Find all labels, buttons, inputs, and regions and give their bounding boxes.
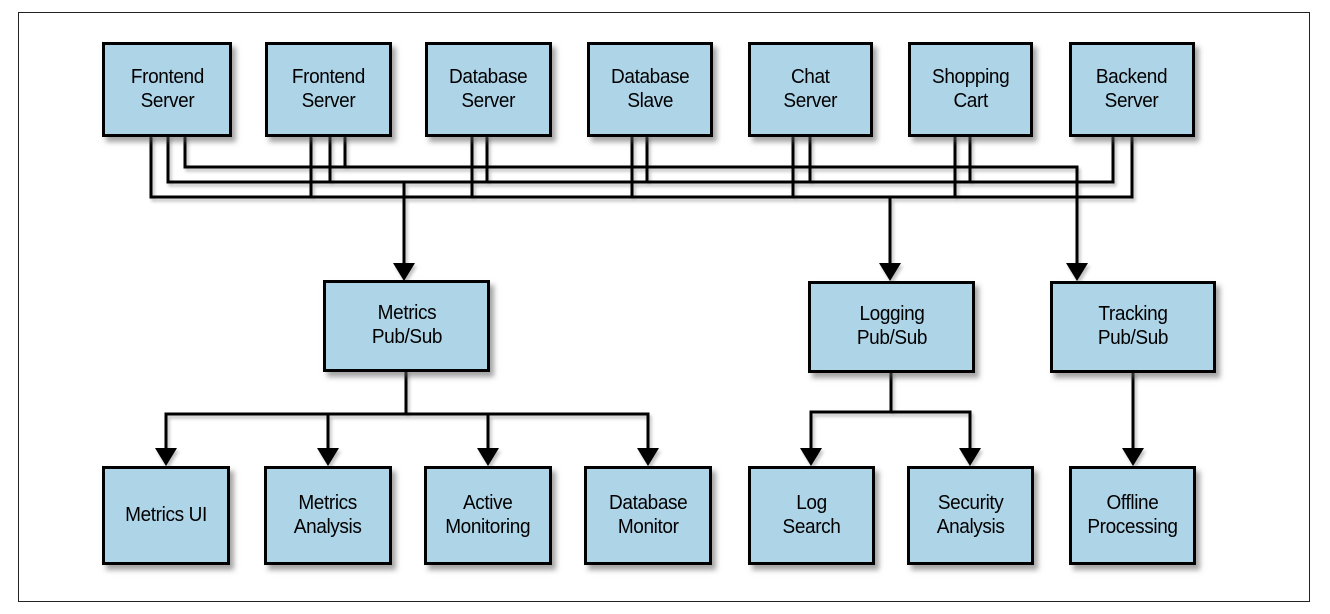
node-label: Log Search bbox=[782, 491, 841, 538]
node-log-search: Log Search bbox=[748, 466, 875, 565]
node-backend-server: Backend Server bbox=[1069, 42, 1195, 137]
node-chat-server: Chat Server bbox=[748, 42, 873, 137]
node-label: Chat Server bbox=[783, 65, 838, 112]
node-label: Metrics Analysis bbox=[294, 491, 362, 538]
node-tracking-pubsub: Tracking Pub/Sub bbox=[1050, 281, 1216, 373]
node-frontend-server-1: Frontend Server bbox=[102, 42, 232, 137]
node-security-analysis: Security Analysis bbox=[907, 466, 1034, 565]
metrics-fanout bbox=[164, 370, 650, 448]
logging-fanout bbox=[809, 371, 972, 448]
node-label: Shopping Cart bbox=[931, 65, 1010, 112]
arrowheads bbox=[155, 263, 1144, 466]
node-metrics-ui: Metrics UI bbox=[102, 466, 230, 565]
node-active-monitoring: Active Monitoring bbox=[424, 466, 552, 565]
node-label: Metrics UI bbox=[125, 503, 207, 526]
node-label: Security Analysis bbox=[936, 491, 1005, 538]
node-label: Offline Processing bbox=[1087, 491, 1178, 538]
node-metrics-pubsub: Metrics Pub/Sub bbox=[323, 280, 490, 372]
node-shopping-cart: Shopping Cart bbox=[908, 42, 1033, 137]
node-label: Metrics Pub/Sub bbox=[371, 302, 442, 348]
figure-border bbox=[18, 12, 1310, 602]
node-offline-processing: Offline Processing bbox=[1069, 466, 1196, 565]
node-label: Frontend Server bbox=[291, 65, 366, 112]
metrics-bus bbox=[166, 135, 1115, 264]
node-logging-pubsub: Logging Pub/Sub bbox=[808, 281, 975, 373]
node-label: Database Server bbox=[449, 65, 528, 112]
node-database-server: Database Server bbox=[425, 42, 552, 137]
node-database-slave: Database Slave bbox=[587, 42, 713, 137]
node-label: Database Slave bbox=[610, 65, 690, 112]
node-label: Active Monitoring bbox=[445, 491, 531, 538]
node-database-monitor: Database Monitor bbox=[584, 466, 712, 565]
node-frontend-server-2: Frontend Server bbox=[265, 42, 392, 137]
node-label: Tracking Pub/Sub bbox=[1097, 303, 1169, 349]
node-label: Database Monitor bbox=[608, 491, 688, 538]
node-metrics-analysis: Metrics Analysis bbox=[264, 466, 392, 565]
node-label: Frontend Server bbox=[130, 65, 204, 112]
logging-bus bbox=[149, 135, 1134, 264]
node-label: Logging Pub/Sub bbox=[856, 303, 927, 349]
node-label: Backend Server bbox=[1096, 65, 1168, 112]
